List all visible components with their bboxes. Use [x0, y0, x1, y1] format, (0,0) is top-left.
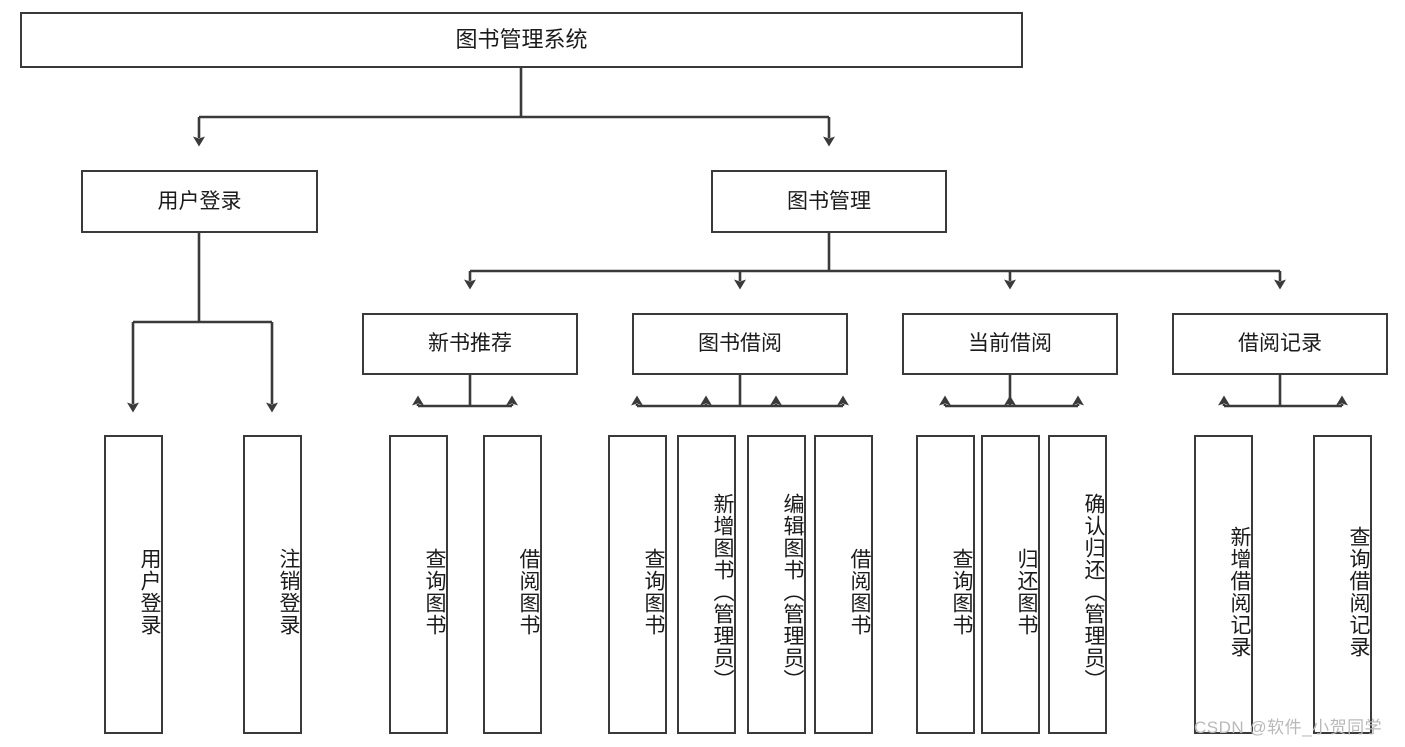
node-book-borrow[interactable]: 图书借阅 [632, 313, 848, 375]
node-label: 新增借阅记录 [1228, 525, 1251, 658]
node-current-borrow[interactable]: 当前借阅 [902, 313, 1118, 375]
leaf-return-book[interactable]: 归还图书 [981, 435, 1040, 734]
node-book-management[interactable]: 图书管理 [711, 170, 947, 233]
node-label: 用户登录 [138, 547, 161, 636]
leaf-logout[interactable]: 注销登录 [243, 435, 302, 734]
node-label: 借阅图书 [848, 547, 871, 636]
node-label: 查询借阅记录 [1347, 525, 1370, 658]
leaf-query-borrow-record[interactable]: 查询借阅记录 [1313, 435, 1372, 734]
node-label: 确认归还（管理员） [1082, 492, 1105, 691]
node-label: 新书推荐 [428, 332, 512, 356]
node-label: 图书借阅 [698, 332, 782, 356]
node-label: 查询图书 [950, 547, 973, 636]
leaf-user-login[interactable]: 用户登录 [104, 435, 163, 734]
node-label: 借阅图书 [517, 547, 540, 636]
leaf-confirm-return-admin[interactable]: 确认归还（管理员） [1048, 435, 1107, 734]
leaf-borrow-book[interactable]: 借阅图书 [814, 435, 873, 734]
node-label: 借阅记录 [1238, 332, 1322, 356]
node-label: 新增图书（管理员） [711, 492, 734, 691]
node-user-login[interactable]: 用户登录 [81, 170, 318, 233]
node-label: 查询图书 [423, 547, 446, 636]
node-label: 当前借阅 [968, 332, 1052, 356]
leaf-query-book-current[interactable]: 查询图书 [916, 435, 975, 734]
node-label: 图书管理 [787, 189, 871, 213]
node-label: 图书管理系统 [455, 26, 588, 52]
leaf-add-borrow-record[interactable]: 新增借阅记录 [1194, 435, 1253, 734]
leaf-edit-book-admin[interactable]: 编辑图书（管理员） [747, 435, 806, 734]
leaf-query-book-recommend[interactable]: 查询图书 [389, 435, 448, 734]
leaf-add-book-admin[interactable]: 新增图书（管理员） [677, 435, 736, 734]
leaf-query-book-borrow[interactable]: 查询图书 [608, 435, 667, 734]
node-label: 归还图书 [1015, 547, 1038, 636]
node-label: 注销登录 [277, 547, 300, 636]
node-borrow-records[interactable]: 借阅记录 [1172, 313, 1388, 375]
leaf-borrow-book-recommend[interactable]: 借阅图书 [483, 435, 542, 734]
node-label: 编辑图书（管理员） [781, 492, 804, 691]
node-label: 查询图书 [642, 547, 665, 636]
node-new-book-recommendation[interactable]: 新书推荐 [362, 313, 578, 375]
node-root-library-system[interactable]: 图书管理系统 [20, 12, 1023, 68]
node-label: 用户登录 [157, 189, 242, 213]
